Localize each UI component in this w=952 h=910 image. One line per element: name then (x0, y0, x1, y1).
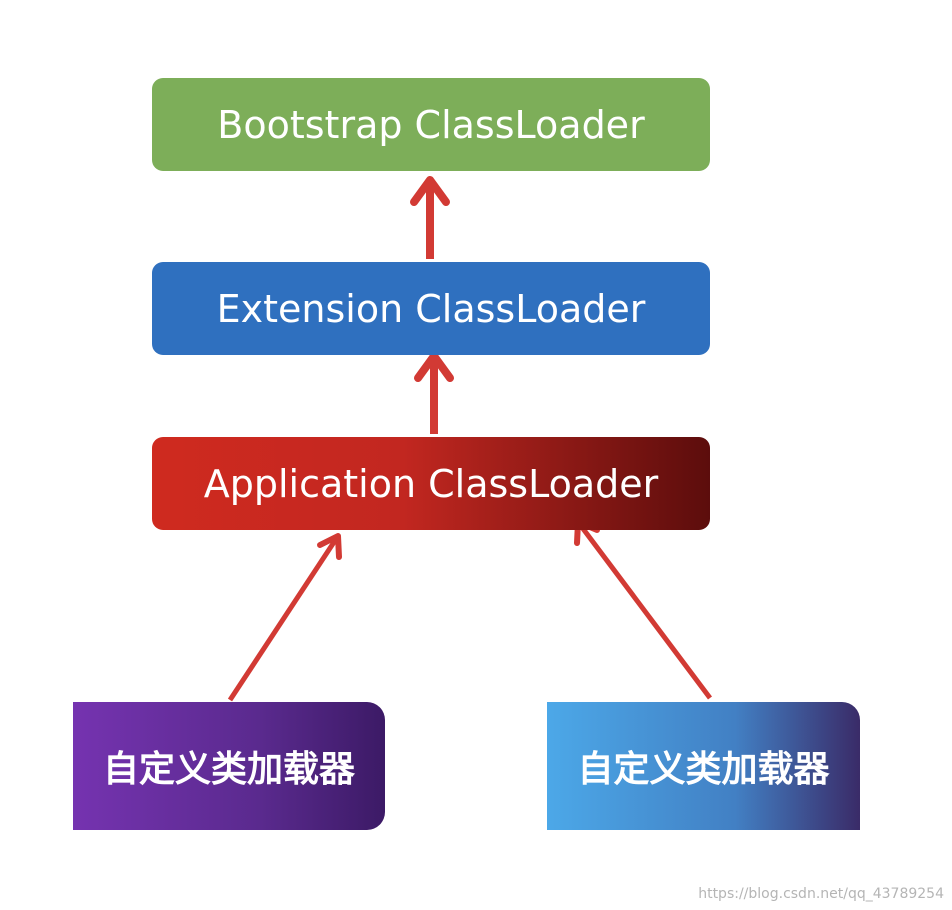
arrow-custom-left-to-application (227, 533, 342, 702)
custom-classloader-right-label: 自定义类加载器 (577, 749, 830, 790)
arrow-application-to-extension (414, 352, 454, 434)
custom-classloader-left-label: 自定义类加载器 (102, 749, 355, 790)
bootstrap-classloader-label: Bootstrap ClassLoader (217, 102, 645, 147)
watermark-text: https://blog.csdn.net/qq_43789254 (698, 886, 944, 902)
application-classloader-node: Application ClassLoader (152, 437, 710, 530)
bootstrap-classloader-node: Bootstrap ClassLoader (152, 78, 710, 171)
extension-classloader-node: Extension ClassLoader (152, 262, 710, 355)
arrow-custom-right-to-application (574, 519, 712, 700)
custom-classloader-left-node: 自定义类加载器 (73, 702, 385, 830)
custom-classloader-right-node: 自定义类加载器 (547, 702, 860, 830)
extension-classloader-label: Extension ClassLoader (216, 286, 646, 331)
arrow-extension-to-bootstrap (410, 176, 450, 259)
application-classloader-label: Application ClassLoader (203, 461, 659, 506)
